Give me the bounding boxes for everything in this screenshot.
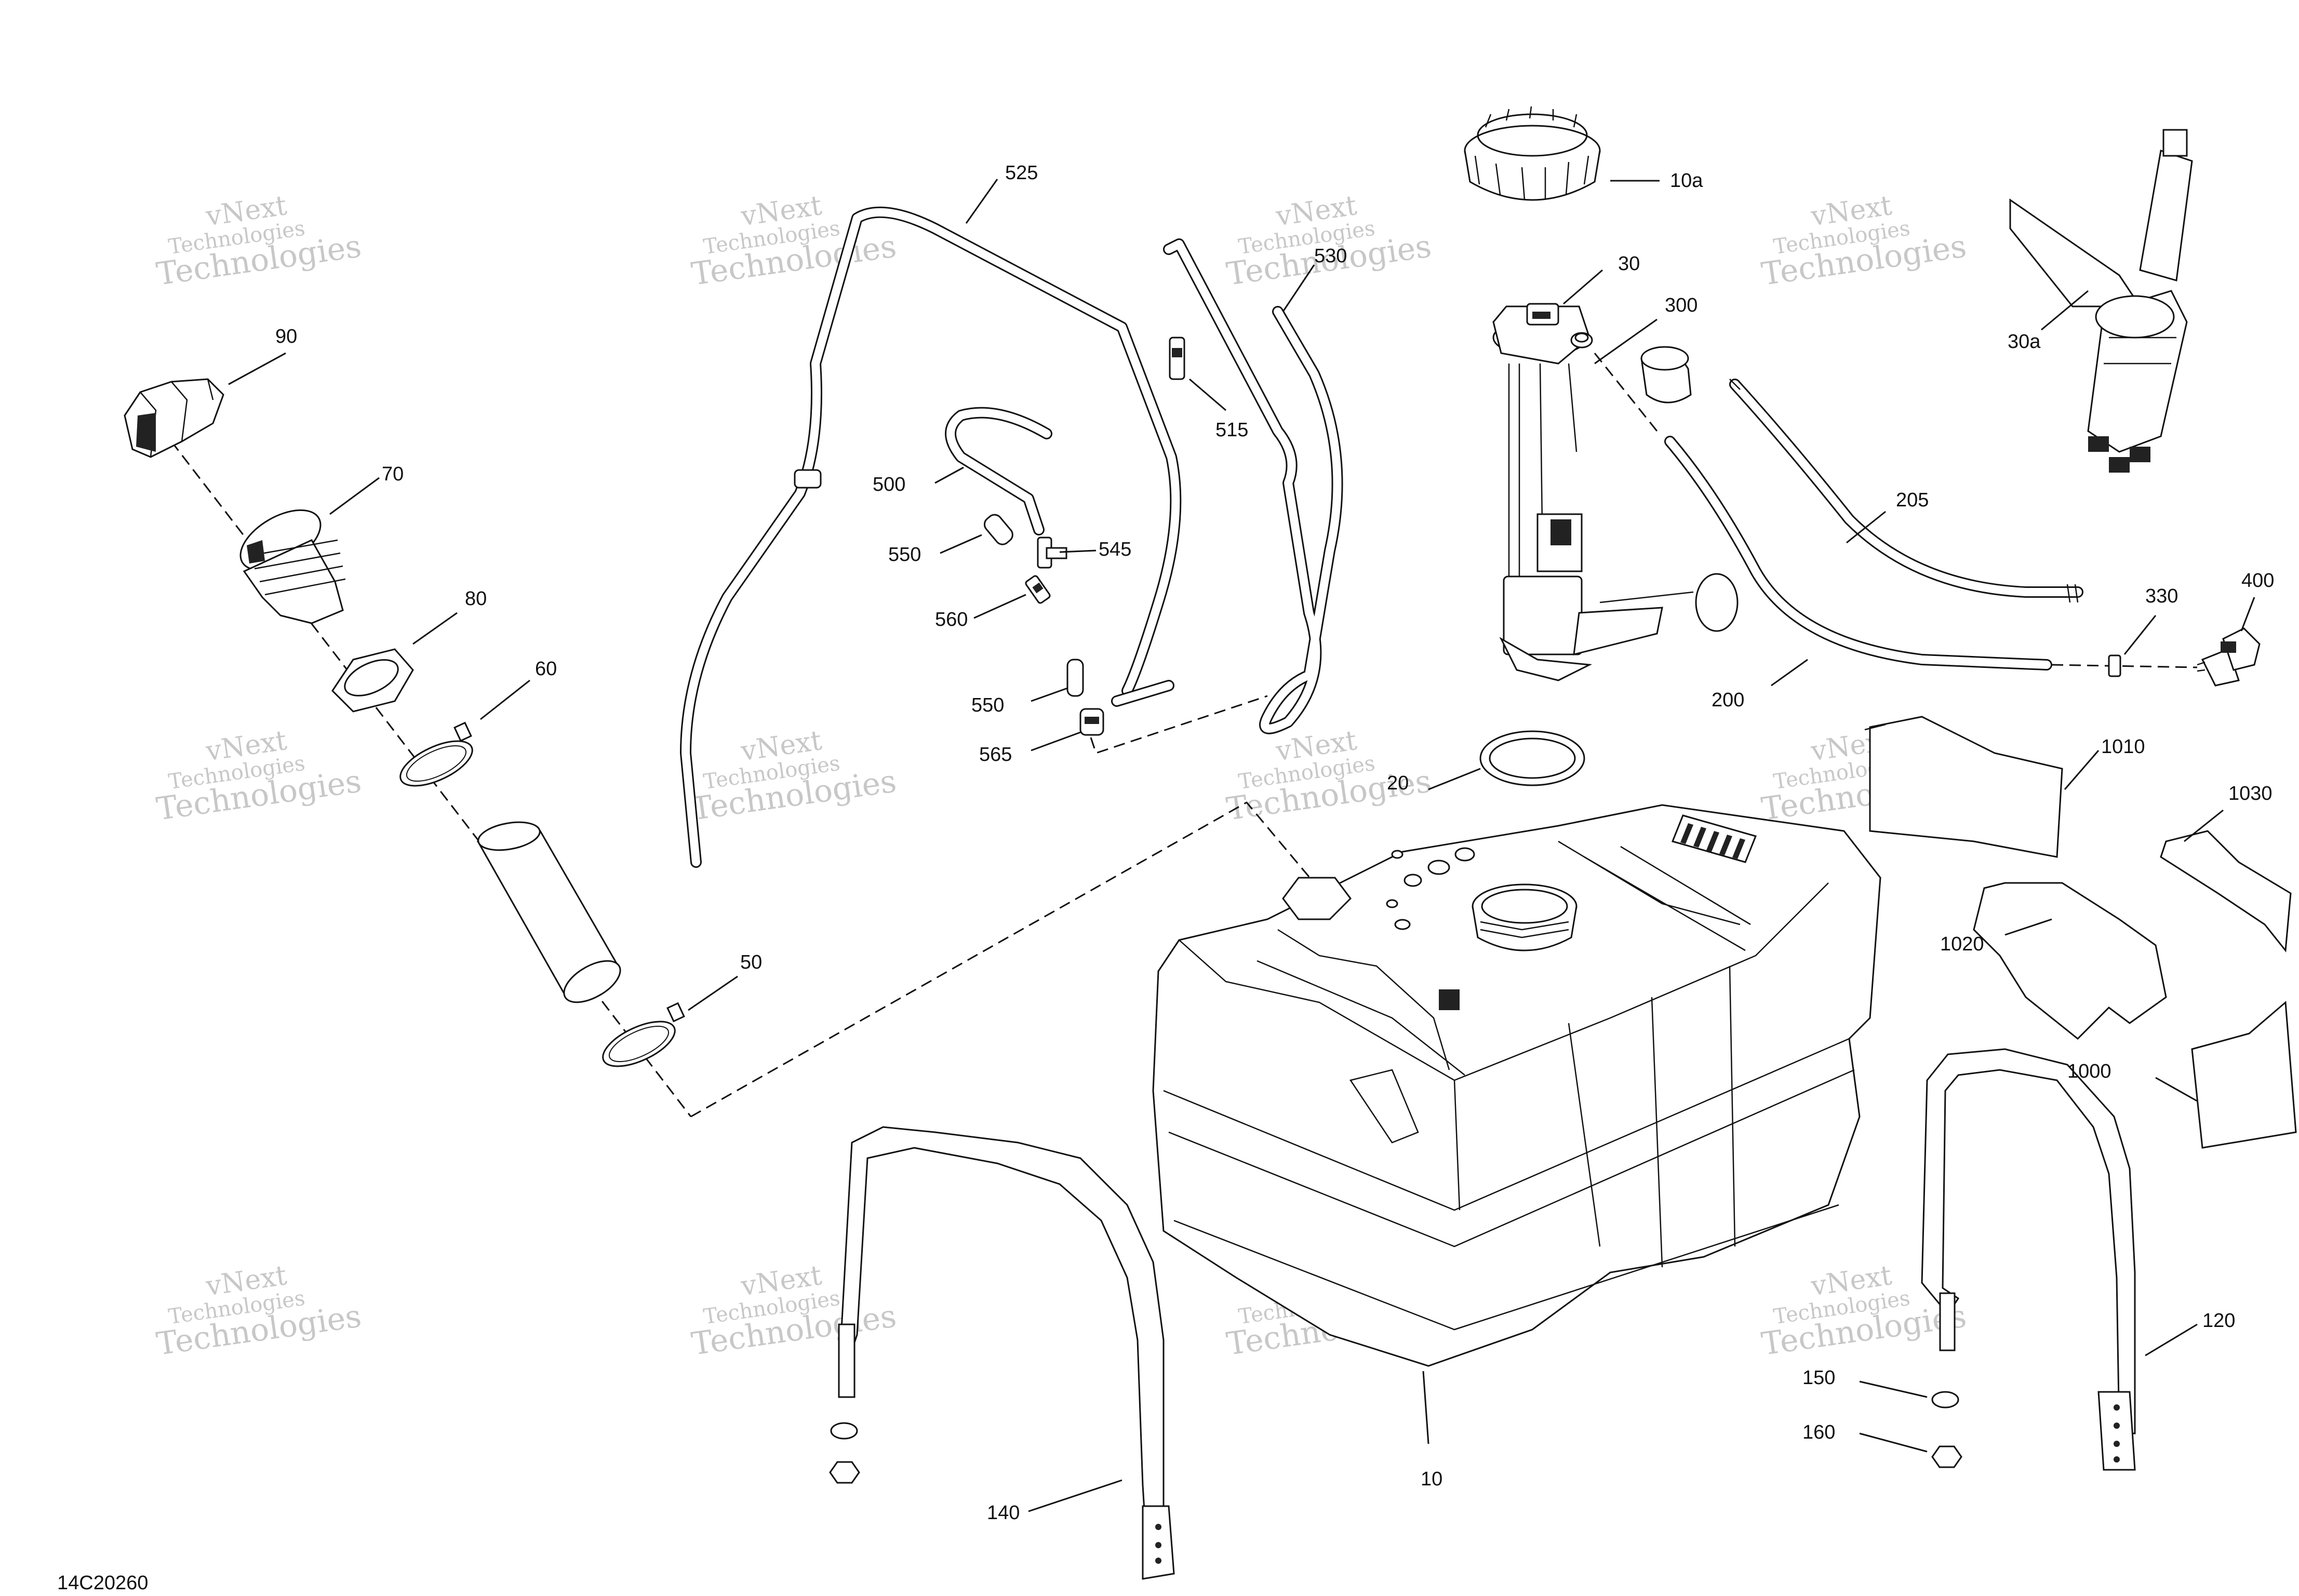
assembly-axis-line: [1090, 695, 1268, 754]
watermark: vNext Technologies Technologies: [689, 725, 899, 827]
fitting-300-part: [1570, 332, 1593, 348]
washer-part: [1931, 1391, 1959, 1409]
nut-part: [829, 1461, 860, 1484]
watermark: vNext Technologies Technologies: [1224, 725, 1434, 827]
fuel-tank-part: [1152, 804, 1881, 1367]
tee-fitting-part: [1037, 537, 1067, 569]
callout-1020: 1020: [1940, 933, 1984, 955]
heat-shield-1030: [2160, 830, 2292, 953]
callout-30: 30: [1618, 253, 1640, 275]
lock-ring-part: [1464, 106, 1601, 201]
callout-550: 550: [888, 544, 921, 566]
callout-530: 530: [1314, 245, 1347, 267]
callout-20: 20: [1387, 772, 1409, 794]
filler-neck-part: [239, 509, 346, 624]
leader-lines: [228, 179, 2255, 1512]
tank-seal-part: [1479, 730, 1585, 786]
rollover-valve-part: [1025, 575, 1051, 604]
watermark: vNext Technologies Technologies: [154, 1260, 364, 1362]
strap-120: [1921, 1048, 2136, 1434]
callout-205: 205: [1896, 489, 1929, 511]
callout-545: 545: [1099, 539, 1131, 560]
diagram-code: 14C20260: [57, 1572, 148, 1594]
callout-550: 550: [971, 694, 1004, 716]
callout-525: 525: [1005, 162, 1038, 184]
assembly-axis-line: [2051, 664, 2198, 668]
callout-140: 140: [987, 1502, 1020, 1524]
callout-50: 50: [740, 951, 762, 973]
hose-clamp-330-part: [2108, 654, 2121, 677]
fuel-cap-part: [124, 378, 224, 458]
callout-70: 70: [382, 463, 404, 485]
callout-30a: 30a: [2008, 331, 2041, 353]
tank-straps: [829, 1048, 2136, 1580]
watermark: vNext Technologies Technologies: [154, 725, 364, 827]
heat-shield-1020: [1973, 882, 2167, 1040]
nut-part: [1931, 1445, 1962, 1468]
sleeve-part: [1640, 346, 1692, 404]
watermark: vNext Technologies Technologies: [1759, 190, 1969, 292]
callout-560: 560: [935, 609, 968, 631]
callout-80: 80: [465, 588, 487, 610]
check-valve-part: [1169, 337, 1185, 380]
callout-labels: 90 70 80 60 50 525 530 515 500 545 550 5…: [275, 162, 2274, 1524]
callout-330: 330: [2145, 585, 2178, 607]
fuel-pump-module: [1464, 106, 2193, 681]
watermark: vNext Technologies Technologies: [154, 190, 364, 292]
grommet-part: [1079, 708, 1104, 736]
watermark: vNext Technologies Technologies: [689, 190, 899, 292]
heat-shield-1010: [1869, 716, 2063, 858]
callout-200: 200: [1712, 689, 1744, 711]
callout-60: 60: [535, 658, 557, 680]
hose-clamp-part: [399, 721, 473, 787]
watermark: vNext Technologies Technologies: [1759, 1260, 1969, 1362]
vent-hoses: [680, 206, 1343, 868]
hose-clip: [794, 469, 822, 489]
callout-565: 565: [979, 744, 1012, 766]
callout-400: 400: [2241, 570, 2274, 592]
callout-1030: 1030: [2228, 783, 2273, 804]
callout-10: 10: [1421, 1468, 1442, 1490]
fuel-hose-200: [1664, 436, 2052, 670]
hose-clamp-part: [602, 1002, 685, 1067]
assembly-axis-line: [690, 801, 1315, 1118]
callout-500: 500: [873, 474, 905, 495]
hose-thread: [1729, 379, 2079, 603]
retaining-nut-part: [331, 648, 414, 713]
callout-150: 150: [1802, 1367, 1835, 1389]
callout-515: 515: [1215, 419, 1248, 441]
callout-10a: 10a: [1670, 170, 1703, 192]
callout-1000: 1000: [2067, 1061, 2111, 1082]
pump-module-part: [1492, 303, 1739, 681]
callout-1010: 1010: [2101, 736, 2145, 758]
washer-part: [830, 1422, 858, 1440]
heat-shields: [1864, 716, 2297, 1149]
watermark: vNext Technologies Technologies: [1224, 190, 1434, 292]
callout-120: 120: [2202, 1310, 2235, 1332]
watermark: vNext Technologies Technologies: [689, 1260, 899, 1362]
heat-shield-1000: [2191, 1000, 2297, 1149]
filler-neck-assembly: [124, 378, 1315, 1118]
filler-hose-part: [476, 821, 621, 1003]
callout-300: 300: [1665, 294, 1697, 316]
hose-fitting-part: [1066, 659, 1084, 697]
callout-90: 90: [275, 326, 297, 347]
fuel-pump-30a-part: [2009, 129, 2193, 473]
hose-fitting-part: [983, 514, 1013, 545]
elbow-connector-part: [2197, 627, 2261, 687]
fuel-lines: [1594, 353, 2261, 687]
callout-160: 160: [1802, 1421, 1835, 1443]
